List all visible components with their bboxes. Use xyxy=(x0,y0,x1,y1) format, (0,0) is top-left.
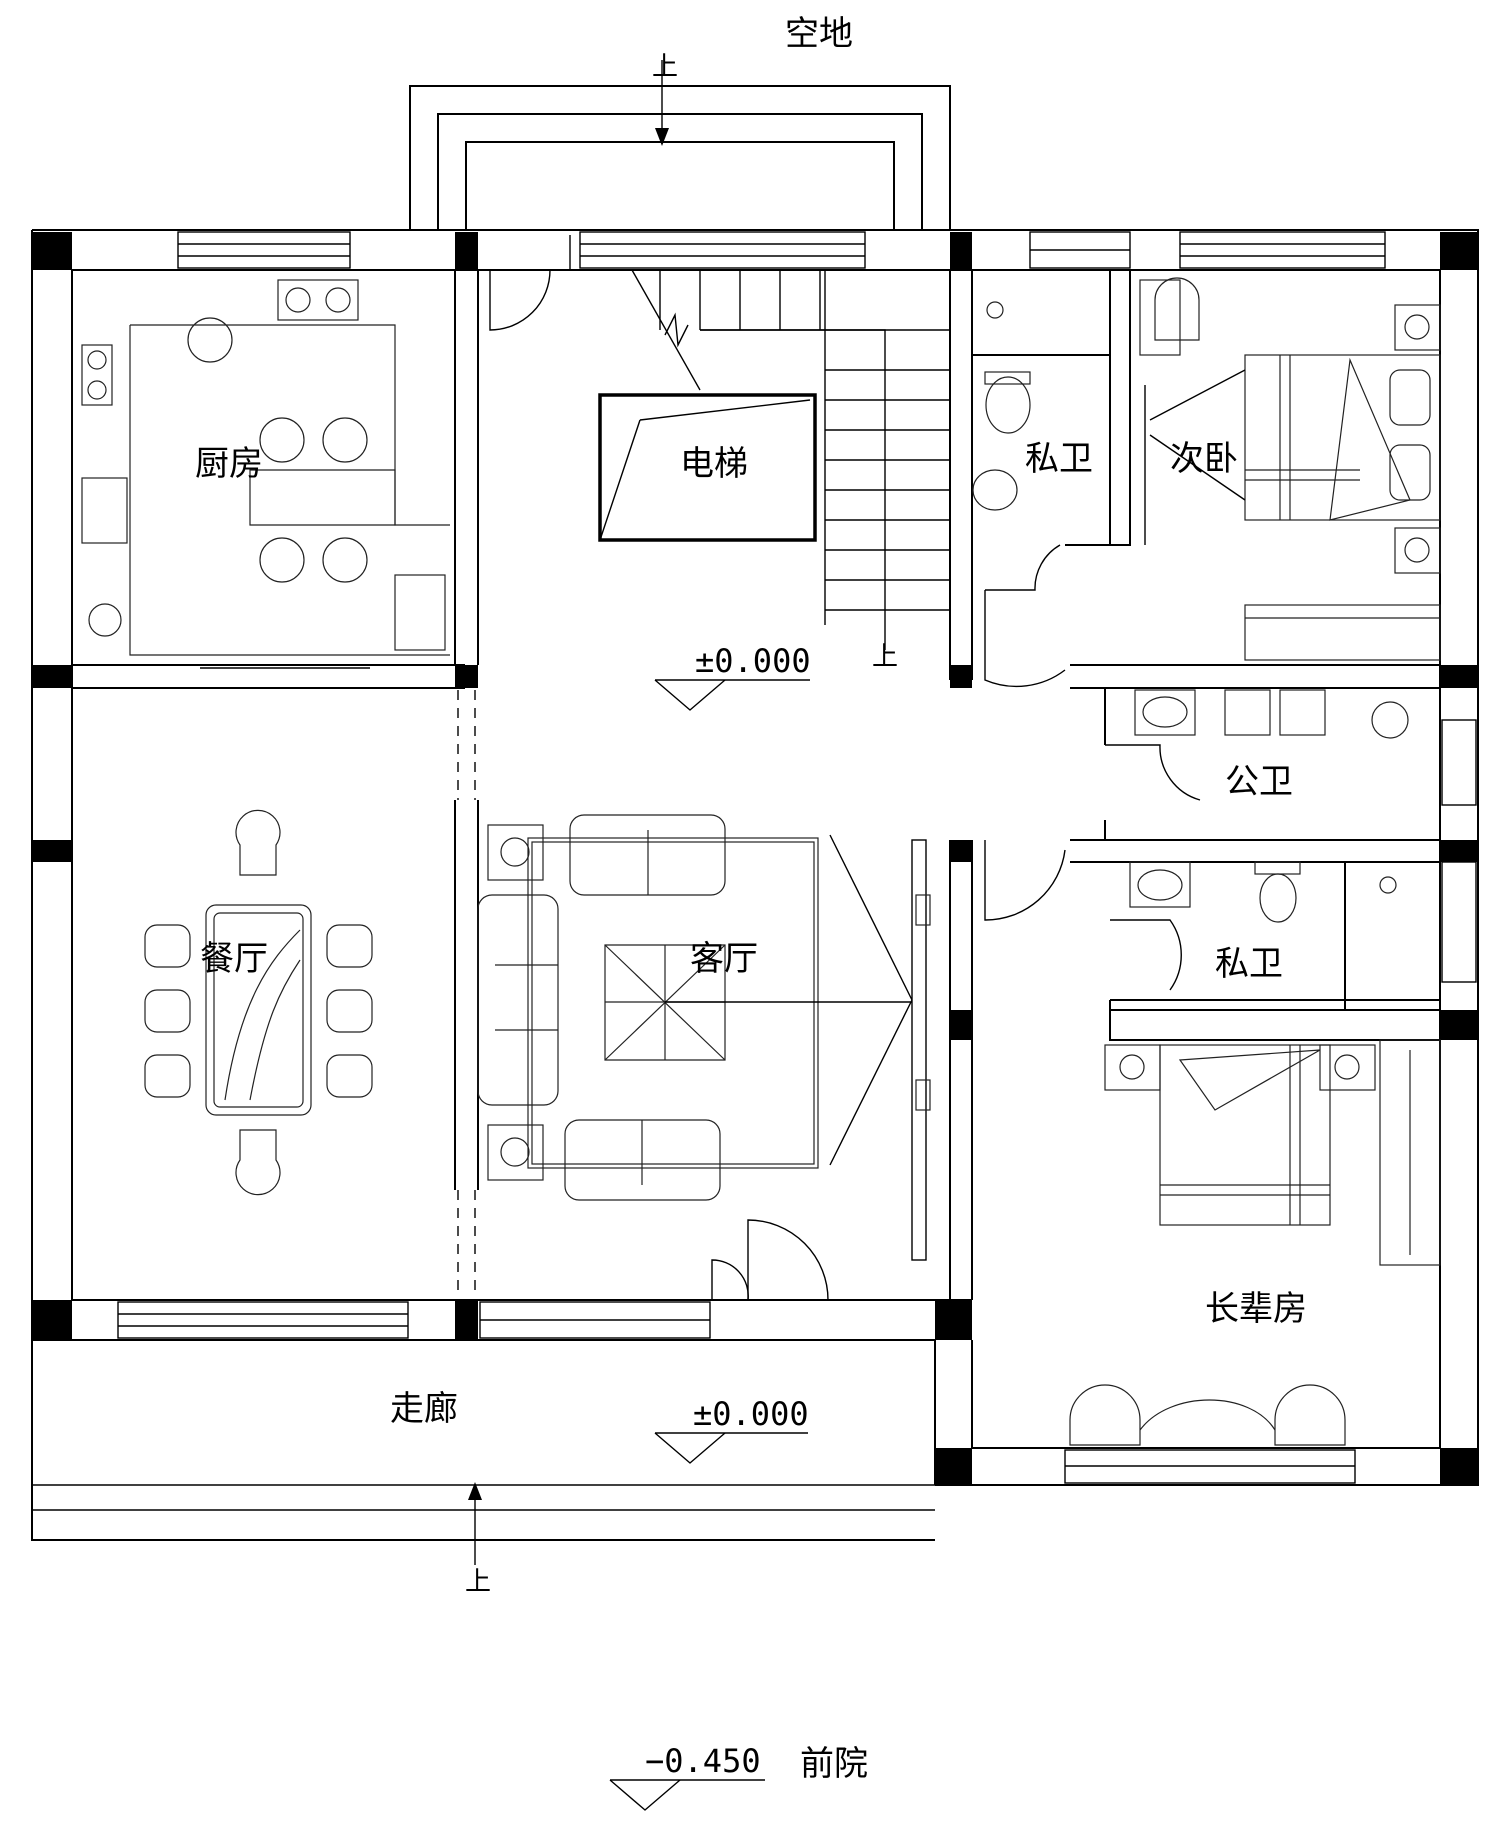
dining-label: 餐厅 xyxy=(200,939,268,979)
rear-porch xyxy=(409,60,951,230)
private-bath-2-label: 私卫 xyxy=(1215,944,1283,984)
up-arrow-label-bottom: 上 xyxy=(465,1567,491,1597)
private-bath-1-label: 私卫 xyxy=(1025,439,1093,479)
up-arrow-label-stair: 上 xyxy=(872,642,898,672)
columns xyxy=(32,232,1478,1485)
yard-level-mark: −0.450 xyxy=(645,1742,761,1780)
front-yard-label: 前院 xyxy=(800,1744,868,1784)
living-furniture xyxy=(477,814,931,1201)
elder-room-label: 长辈房 xyxy=(1205,1289,1307,1329)
windows xyxy=(117,231,1477,1484)
bathroom-fixtures xyxy=(972,301,1409,923)
doors xyxy=(489,235,1201,1301)
up-arrow-label-top: 上 xyxy=(652,52,678,82)
living-label: 客厅 xyxy=(690,939,758,979)
kitchen-label: 厨房 xyxy=(195,444,263,484)
kitchen-furniture xyxy=(81,279,450,669)
top-open-space-label: 空地 xyxy=(785,14,853,54)
corridor-level-mark: ±0.000 xyxy=(693,1395,809,1433)
hall-level-mark: ±0.000 xyxy=(695,642,811,680)
elevator-label: 电梯 xyxy=(680,444,748,484)
corridor-label: 走廊 xyxy=(390,1389,458,1429)
public-bath-label: 公卫 xyxy=(1225,762,1293,802)
second-bedroom-label: 次卧 xyxy=(1170,439,1238,479)
corridor-steps xyxy=(31,1340,935,1565)
level-markers xyxy=(609,679,810,1811)
stair xyxy=(598,269,950,650)
bedroom-furniture xyxy=(1069,277,1441,1446)
dining-furniture xyxy=(144,809,373,1196)
